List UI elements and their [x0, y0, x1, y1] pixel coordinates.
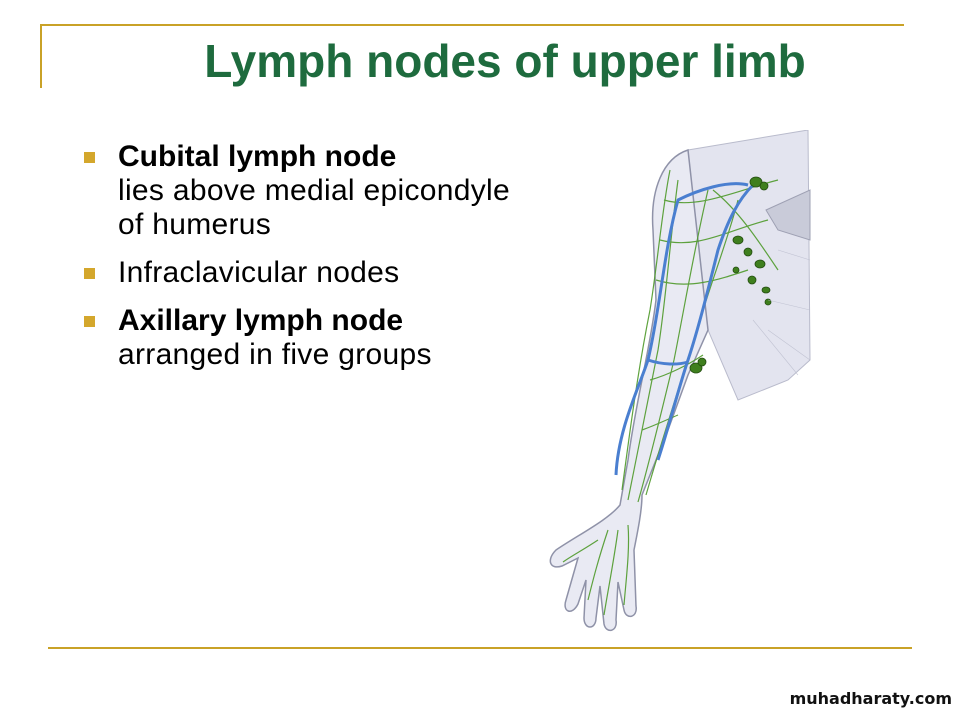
slide-title: Lymph nodes of upper limb [204, 35, 806, 87]
bottom-rule [48, 647, 912, 649]
bullet-description: of humerus [118, 208, 272, 241]
infraclavicular-node [749, 176, 763, 188]
bullet-description: arranged in five groups [118, 338, 432, 371]
watermark: muhadharaty.com [789, 689, 952, 708]
bullet-heading: Axillary lymph node [118, 304, 404, 337]
bullet-text: Infraclavicular nodes [118, 256, 400, 289]
axillary-node [732, 235, 744, 245]
lymphatic-vessels [562, 169, 779, 616]
arm-lymphatics-illustration [549, 130, 811, 632]
bullet-cubital-node: Cubital lymph node lies above medial epi… [84, 140, 604, 242]
square-bullet-icon [84, 316, 95, 327]
cubital-node [689, 362, 703, 374]
bullet-description: lies above medial epicondyle [118, 174, 510, 207]
chest-region [687, 130, 811, 401]
square-bullet-icon [84, 152, 95, 163]
bullet-list: Cubital lymph node lies above medial epi… [84, 140, 604, 386]
bullet-infraclavicular-nodes: Infraclavicular nodes [84, 256, 604, 290]
bullet-heading: Cubital lymph node [118, 140, 397, 173]
arm-silhouette [549, 149, 709, 632]
left-rule [40, 24, 42, 88]
veins [614, 182, 755, 476]
retracted-muscle [765, 189, 811, 241]
bullet-axillary-node: Axillary lymph node arranged in five gro… [84, 304, 604, 372]
top-rule [40, 24, 904, 26]
square-bullet-icon [84, 268, 95, 279]
